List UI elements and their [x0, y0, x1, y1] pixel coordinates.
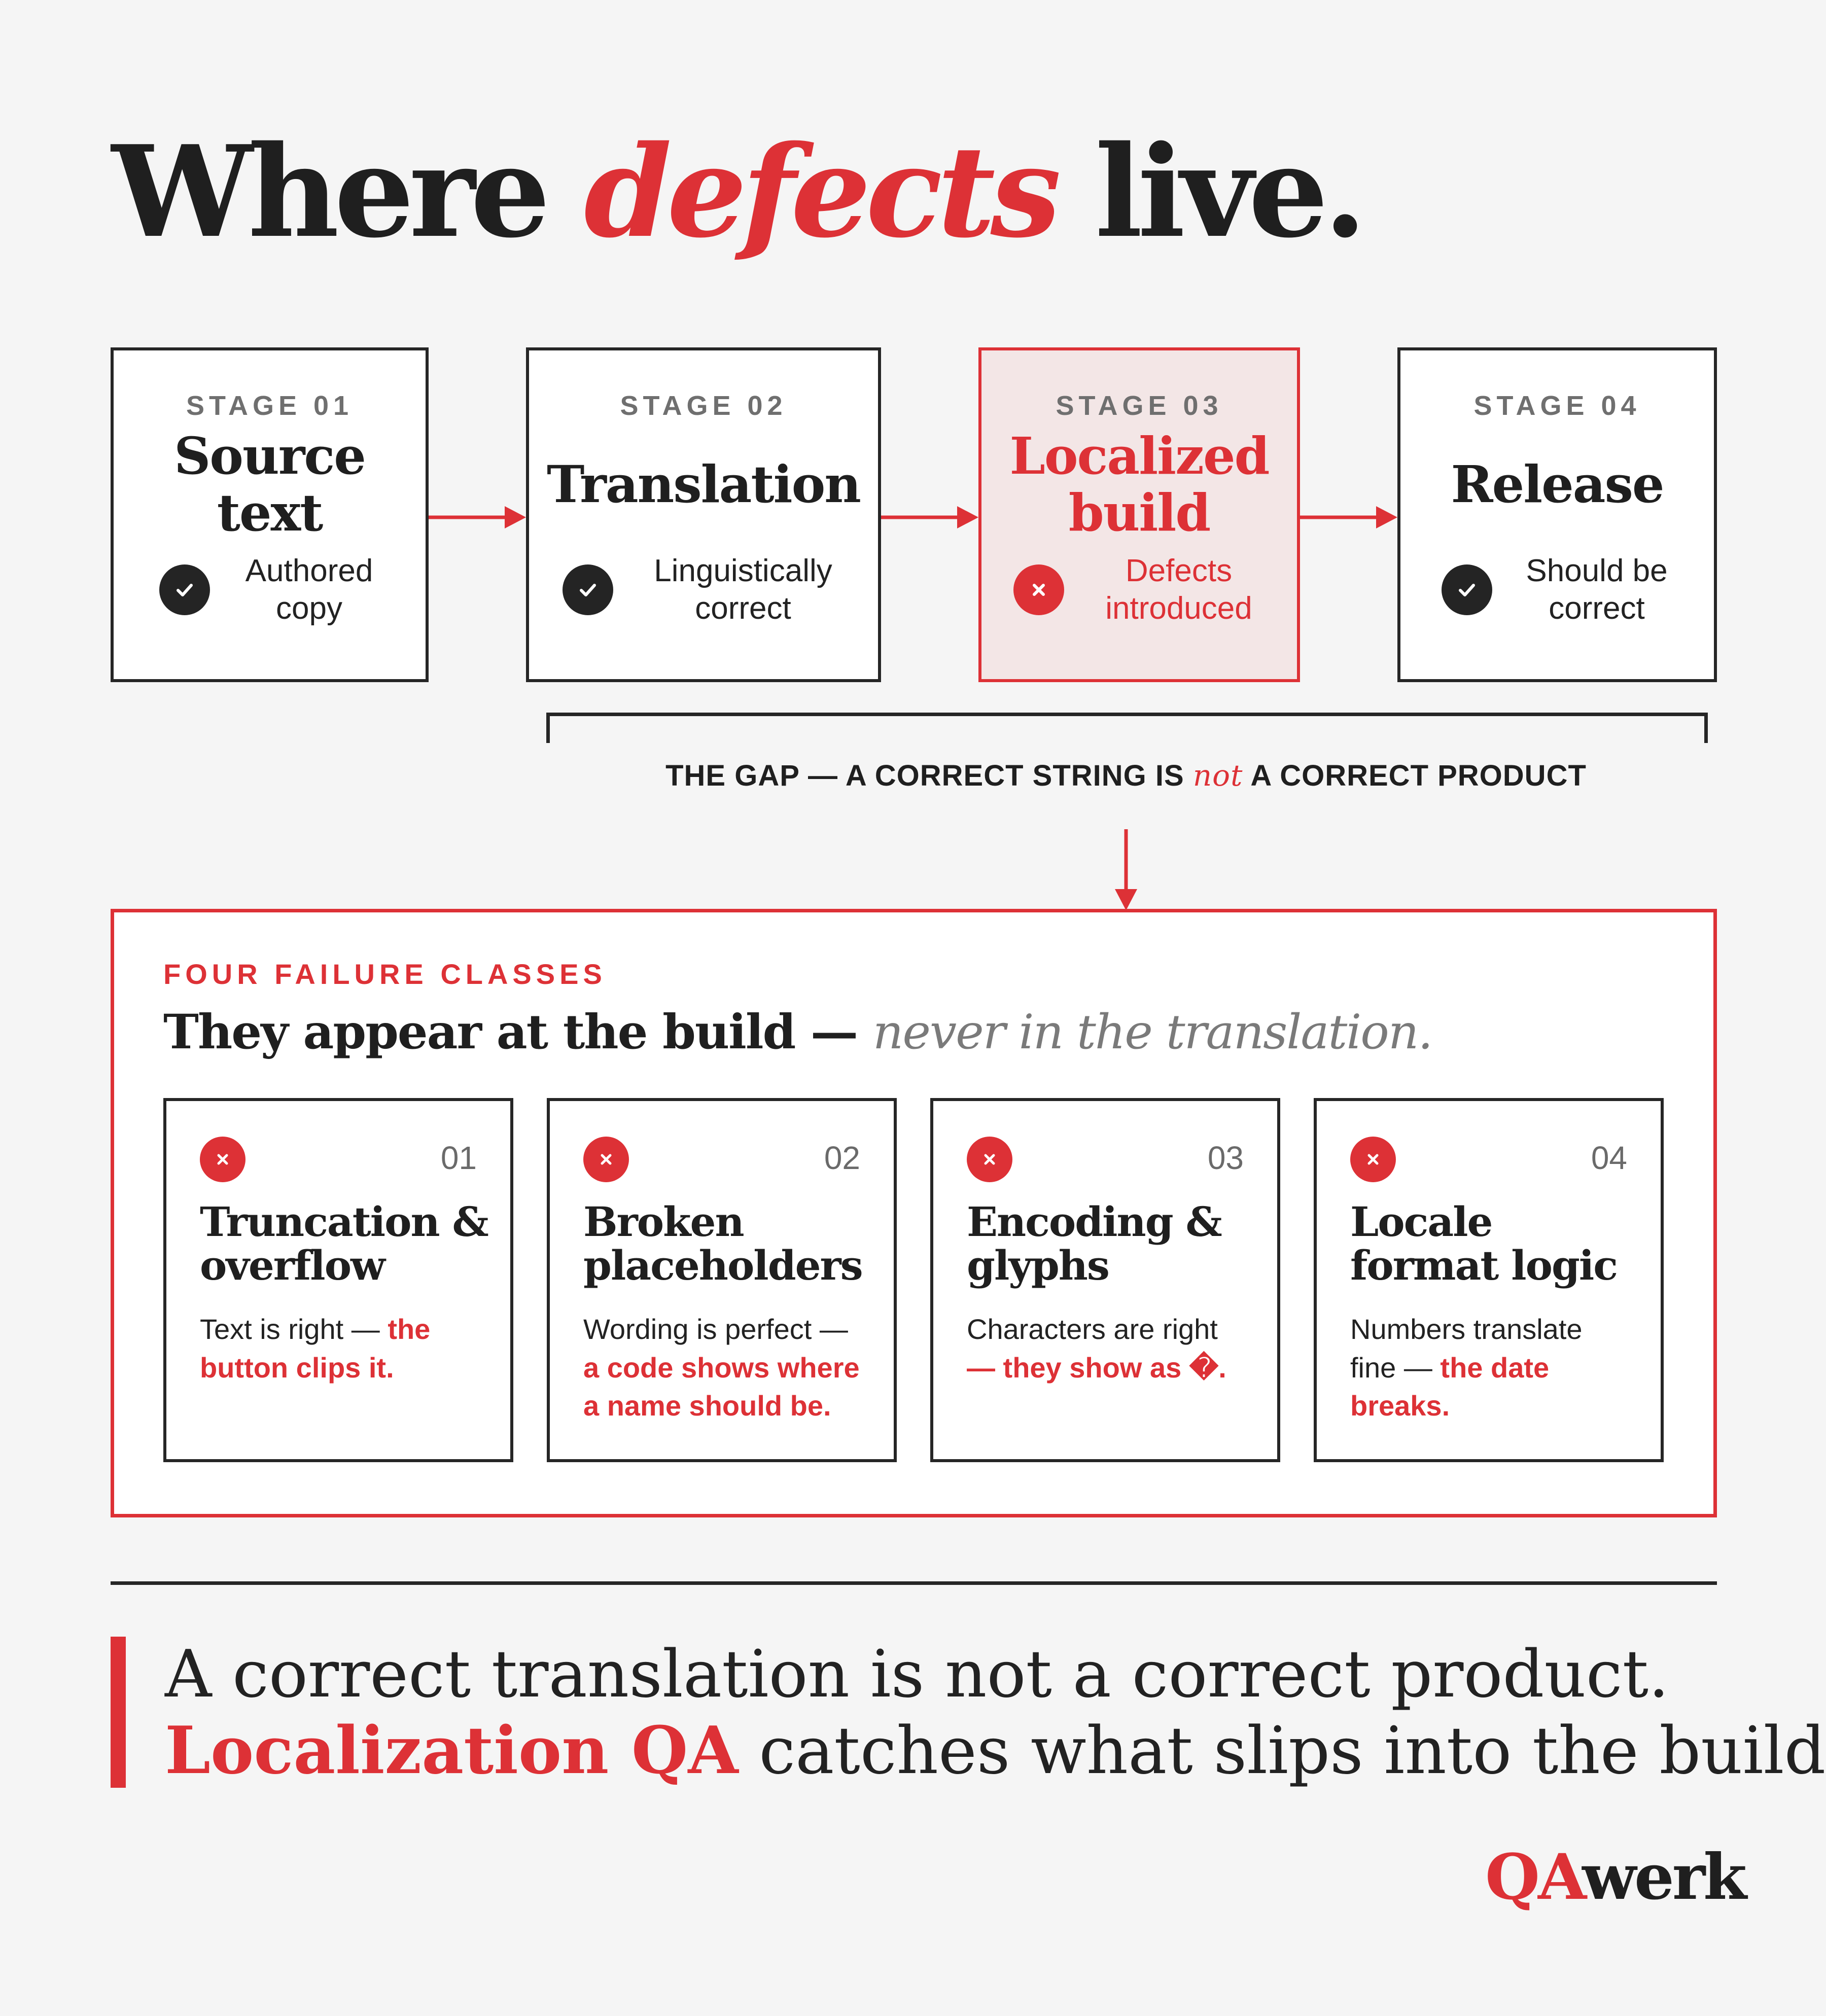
card-title: Truncation & overflow [200, 1198, 489, 1290]
panel-heading-main: They appear at the build — [163, 1004, 858, 1060]
failure-card-04: 04 Locale format logic Numbers translate… [1314, 1098, 1664, 1462]
panel-label: FOUR FAILURE CLASSES [163, 958, 607, 990]
logo-part-1: QA [1485, 1841, 1584, 1914]
x-icon [967, 1137, 1012, 1182]
stage-status-text: Defects introduced [1105, 553, 1252, 626]
card-number: 04 [1591, 1140, 1627, 1176]
card-body-text: Characters are right [967, 1313, 1218, 1345]
stage-name: Translation [547, 454, 861, 514]
stage-card-04: STAGE 04 Release Should be correct [1397, 347, 1717, 682]
title-emphasis: defects [584, 118, 1061, 266]
card-body: Numbers translate fine — the date breaks… [1350, 1310, 1634, 1425]
stage-card-01: STAGE 01 Source text Authored copy [111, 347, 429, 682]
card-body-text: Wording is perfect — [583, 1313, 848, 1345]
card-body-highlight: — they show as �. [967, 1351, 1226, 1384]
title-part-3: live. [1095, 118, 1367, 266]
title-part-1: Where [112, 118, 550, 266]
x-icon [1350, 1137, 1396, 1182]
card-title: Broken placeholders [583, 1198, 863, 1290]
x-icon [200, 1137, 245, 1182]
card-title: Locale format logic [1350, 1198, 1618, 1290]
logo-part-2: werk [1582, 1841, 1747, 1914]
stage-card-02: STAGE 02 Translation Linguistically corr… [526, 347, 881, 682]
arrow-down-icon [1115, 829, 1137, 910]
quote-accent-bar [111, 1637, 126, 1788]
quote-line-2-rest: catches what slips into the build. [759, 1713, 1826, 1789]
quote-line-1: A correct translation is not a correct p… [165, 1637, 1669, 1712]
card-body: Characters are right — they show as �. [967, 1310, 1251, 1387]
gap-label-emphasis: not [1192, 758, 1243, 793]
failure-card-02: 02 Broken placeholders Wording is perfec… [547, 1098, 897, 1462]
failure-card-03: 03 Encoding & glyphs Characters are righ… [930, 1098, 1280, 1462]
gap-bracket [546, 713, 1708, 743]
arrow-right-icon [881, 506, 978, 528]
card-number: 02 [824, 1140, 860, 1176]
stage-status-text: Authored copy [245, 553, 373, 626]
stage-card-03: STAGE 03 Localized build Defects introdu… [978, 347, 1300, 682]
gap-label-before: THE GAP — A CORRECT STRING IS [665, 759, 1184, 792]
panel-heading-emphasis: never in the translation. [872, 1005, 1433, 1060]
stage-status-text: Should be correct [1526, 553, 1668, 626]
stage-status-text: Linguistically correct [654, 553, 832, 626]
card-body-text: Numbers translate fine — [1350, 1313, 1583, 1384]
stage-label: STAGE 03 [1056, 391, 1223, 421]
arrow-right-icon [1300, 506, 1397, 528]
check-icon [563, 564, 613, 616]
card-title: Encoding & glyphs [967, 1198, 1222, 1290]
gap-label: THE GAP — A CORRECT STRING IS not A CORR… [0, 761, 1826, 791]
stage-name: Localized build [1009, 426, 1270, 543]
check-icon [159, 564, 210, 616]
check-icon [1442, 564, 1492, 616]
card-body-highlight: a code shows where a name should be. [583, 1351, 860, 1422]
x-icon [1013, 564, 1064, 616]
card-body: Wording is perfect — a code shows where … [583, 1310, 867, 1425]
gap-label-after: A CORRECT PRODUCT [1250, 759, 1587, 792]
arrow-right-icon [429, 506, 526, 528]
stage-label: STAGE 02 [620, 391, 787, 421]
x-icon [583, 1137, 629, 1182]
page-title: Where defects live. [112, 129, 1367, 255]
divider [111, 1581, 1717, 1585]
quote-line-2: Localization QA catches what slips into … [165, 1713, 1826, 1789]
brand-logo: QAwerk [1485, 1846, 1747, 1909]
quote-highlight: Localization QA [165, 1713, 739, 1789]
card-body-highlight: the date breaks. [1350, 1351, 1550, 1422]
panel-heading: They appear at the build — never in the … [163, 1008, 1433, 1056]
card-number: 03 [1207, 1140, 1244, 1176]
card-body: Text is right — the button clips it. [200, 1310, 484, 1387]
card-number: 01 [440, 1140, 477, 1176]
card-body-text: Text is right — [200, 1313, 380, 1345]
stage-label: STAGE 01 [186, 391, 354, 421]
failure-card-01: 01 Truncation & overflow Text is right —… [163, 1098, 513, 1462]
stage-label: STAGE 04 [1473, 391, 1641, 421]
stage-name: Release [1451, 454, 1664, 514]
card-body-highlight: the button clips it. [200, 1313, 431, 1384]
stage-name: Source text [174, 426, 366, 543]
